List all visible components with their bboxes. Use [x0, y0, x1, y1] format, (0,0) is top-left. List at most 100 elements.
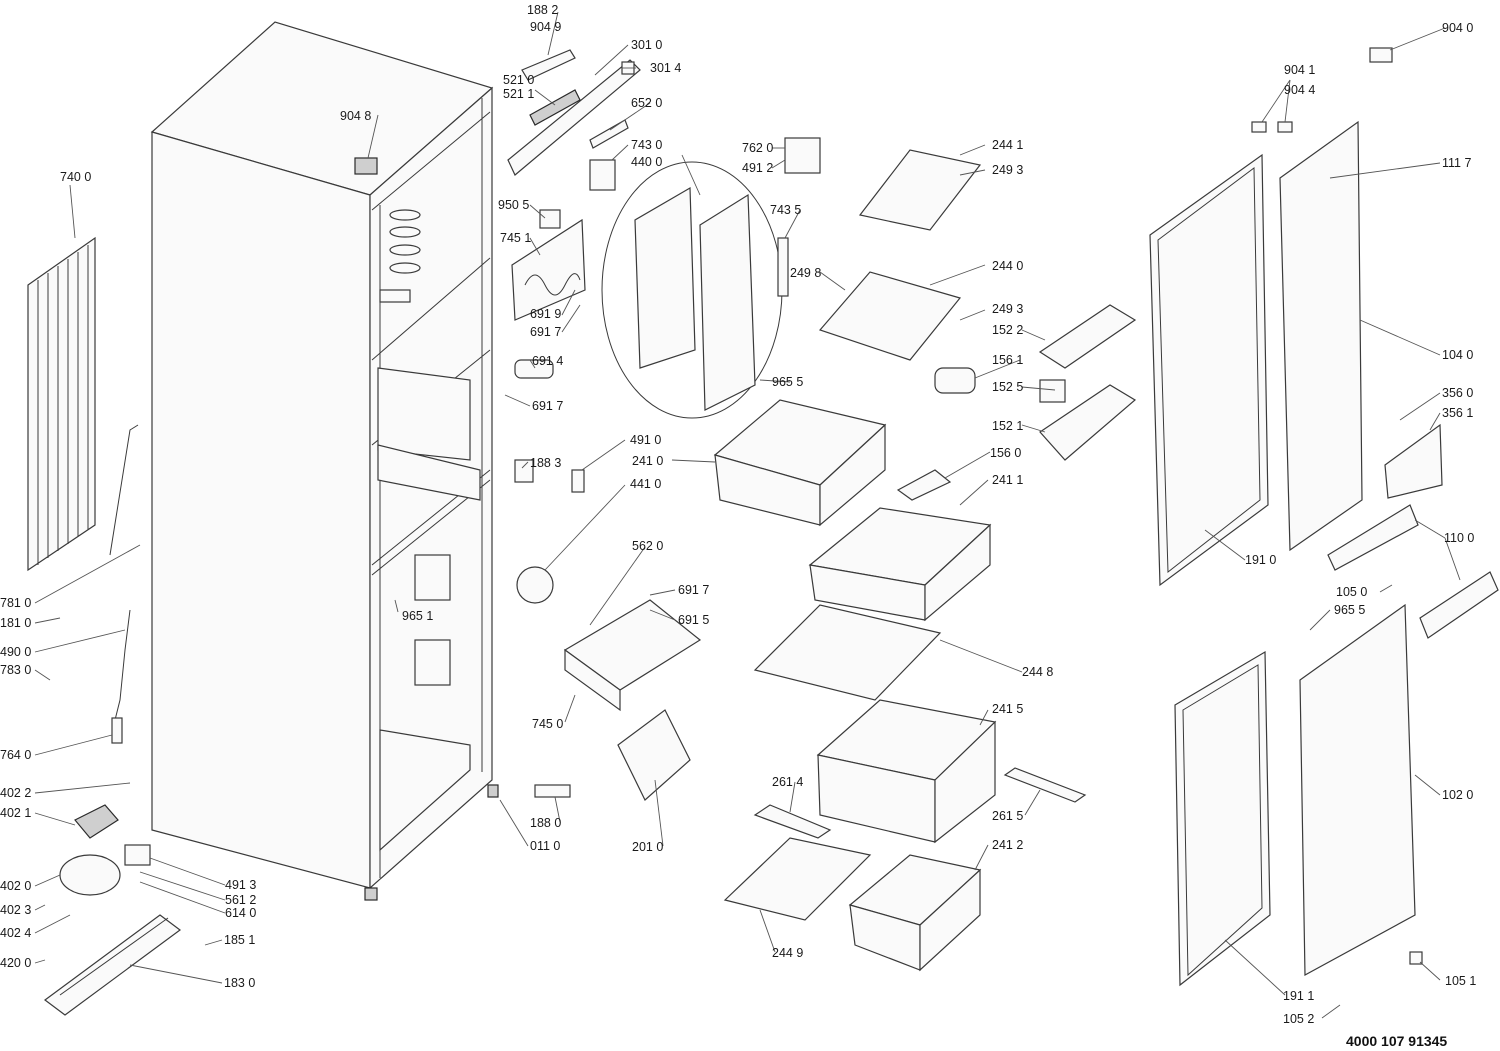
label-9505: 950 5	[498, 198, 529, 212]
label-1910: 191 0	[1245, 553, 1276, 567]
label-9651: 965 1	[402, 609, 433, 623]
label-1830: 183 0	[224, 976, 255, 990]
base-frame	[43, 914, 182, 1016]
balcony-1522	[1038, 304, 1137, 369]
shelf-2440	[818, 271, 962, 361]
power-cord	[114, 609, 131, 721]
strip-7435	[777, 237, 789, 297]
drain-tube	[109, 424, 139, 556]
label-6140: 614 0	[225, 906, 256, 920]
label-1882: 188 2	[527, 3, 558, 17]
label-7430: 743 0	[631, 138, 662, 152]
label-1851: 185 1	[224, 933, 255, 947]
label-5620: 562 0	[632, 539, 663, 553]
label-3014: 301 4	[650, 61, 681, 75]
hinge-cap-9044	[1277, 121, 1293, 133]
egg-tray	[934, 367, 976, 394]
label-9655-upper: 965 5	[772, 375, 803, 389]
label-2615: 261 5	[992, 809, 1023, 823]
label-1117: 111 7	[1442, 156, 1471, 170]
thermostat	[111, 717, 123, 744]
label-2411: 241 1	[992, 473, 1023, 487]
label-6915: 691 5	[678, 613, 709, 627]
label-1561: 156 1	[992, 353, 1023, 367]
label-9049: 904 9	[530, 20, 561, 34]
drawer-2410	[713, 399, 887, 527]
label-4913: 491 3	[225, 878, 256, 892]
label-2449: 244 9	[772, 946, 803, 960]
label-5612: 561 2	[225, 893, 256, 907]
label-1020: 102 0	[1442, 788, 1473, 802]
label-1050: 105 0	[1336, 585, 1367, 599]
label-4910: 491 0	[630, 433, 661, 447]
rail-2615	[1003, 767, 1087, 803]
drawer-2412	[848, 854, 982, 972]
label-6919: 691 9	[530, 307, 561, 321]
label-5211: 521 1	[503, 87, 534, 101]
shelf-2448	[753, 604, 942, 701]
label-7810: 781 0	[0, 596, 31, 610]
label-2441: 244 1	[992, 138, 1023, 152]
rail-2614	[753, 804, 832, 839]
balcony-1521	[1039, 384, 1137, 461]
label-4024: 402 4	[0, 926, 31, 940]
label-9041: 904 1	[1284, 63, 1315, 77]
document-number: 4000 107 91345	[1346, 1033, 1447, 1049]
label-1810: 181 0	[0, 616, 31, 630]
hinge-1051	[1409, 951, 1423, 965]
label-1560: 156 0	[990, 446, 1021, 460]
label-5210: 521 0	[503, 73, 534, 87]
shelf-2441	[858, 149, 982, 231]
label-1100: 110 0	[1444, 531, 1474, 545]
grid-1560	[896, 469, 952, 501]
label-2440: 244 0	[992, 259, 1023, 273]
label-0110: 011 0	[530, 839, 560, 853]
part-labels: 188 2 904 9 301 0 301 4 521 0 521 1 652 …	[0, 3, 1476, 1049]
label-6917-upper: 691 7	[530, 325, 561, 339]
drawer-2411	[808, 507, 992, 622]
label-6917-middle: 691 7	[532, 399, 563, 413]
cover-3561	[1384, 423, 1443, 499]
fan-assembly	[563, 599, 702, 712]
label-6520: 652 0	[631, 96, 662, 110]
label-1883: 188 3	[530, 456, 561, 470]
label-6914: 691 4	[532, 354, 563, 368]
label-2010: 201 0	[632, 840, 663, 854]
evaporator-cover-right	[699, 193, 756, 411]
hinge-1880	[534, 784, 571, 798]
label-4912: 491 2	[742, 161, 773, 175]
label-2498: 249 8	[790, 266, 821, 280]
label-1880: 188 0	[530, 816, 561, 830]
label-1525: 152 5	[992, 380, 1023, 394]
compressor	[59, 804, 121, 896]
label-2493-bottom: 249 3	[992, 302, 1023, 316]
label-9044: 904 4	[1284, 83, 1315, 97]
label-2412: 241 2	[992, 838, 1023, 852]
evaporator-cover-left	[634, 186, 696, 369]
cabinet	[150, 21, 499, 901]
hinge-cap-9041	[1251, 121, 1267, 133]
label-7451: 745 1	[500, 231, 531, 245]
label-1521: 152 1	[992, 419, 1023, 433]
hinge-cap-9040	[1369, 47, 1393, 63]
label-4400: 440 0	[631, 155, 662, 169]
label-7620: 762 0	[742, 141, 773, 155]
label-4020: 402 0	[0, 879, 31, 893]
leader-lines	[34, 11, 1461, 1019]
condenser	[27, 236, 96, 572]
label-3010: 301 0	[631, 38, 662, 52]
label-6917-lower: 691 7	[678, 583, 709, 597]
sensor	[571, 469, 585, 493]
label-9655-lower: 965 5	[1334, 603, 1365, 617]
label-1522: 152 2	[992, 323, 1023, 337]
label-3560: 356 0	[1442, 386, 1473, 400]
label-7435: 743 5	[770, 203, 801, 217]
shelf-2449	[723, 837, 872, 921]
label-7400: 740 0	[60, 170, 91, 184]
handle-1100-lower	[1419, 571, 1499, 639]
bottle-holder	[1039, 379, 1066, 403]
relay-box	[124, 844, 151, 866]
label-1051: 105 1	[1445, 974, 1476, 988]
gasket-1910	[1149, 153, 1269, 587]
label-4200: 420 0	[0, 956, 31, 970]
